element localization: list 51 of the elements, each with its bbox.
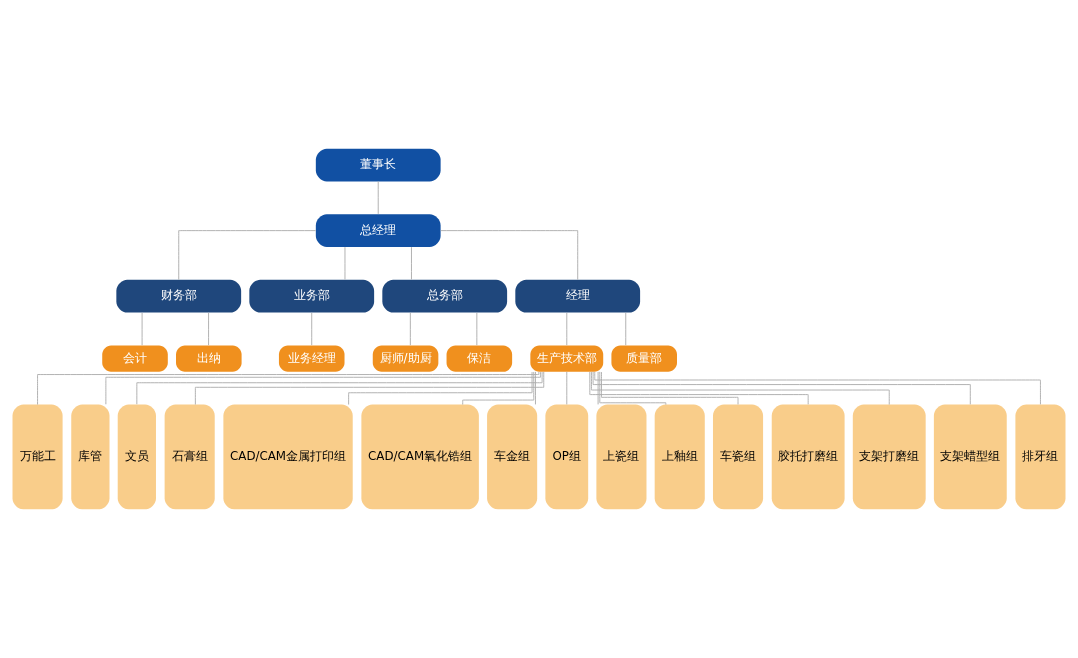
- node-box: 车瓷组: [713, 404, 764, 510]
- connector: [566, 371, 568, 405]
- node-box: 文员: [117, 404, 156, 510]
- connector: [377, 181, 379, 215]
- connector: [348, 371, 533, 405]
- node-box: 库管: [71, 404, 110, 510]
- node-box: 支架打磨组: [852, 404, 926, 510]
- node-box: 生产技术部: [530, 345, 604, 372]
- connector: [208, 312, 210, 346]
- connector: [141, 312, 143, 346]
- connector: [594, 371, 1041, 405]
- connector: [601, 371, 739, 405]
- node-box: 董事长: [315, 148, 441, 182]
- connector: [462, 371, 535, 405]
- connector: [589, 371, 809, 405]
- node-box: 业务部: [249, 279, 375, 313]
- node-box: OP组: [545, 404, 589, 510]
- connector: [599, 371, 667, 406]
- node-box: CAD/CAM氧化锆组: [361, 404, 479, 510]
- node-box: 万能工: [12, 404, 63, 510]
- node-box: 支架蜡型组: [933, 404, 1007, 510]
- connector: [344, 246, 346, 280]
- node-box: 石膏组: [164, 404, 215, 510]
- node-box: CAD/CAM金属打印组: [223, 404, 353, 510]
- node-box: 车金组: [487, 404, 538, 510]
- node-box: 经理: [515, 279, 641, 313]
- node-box: 财务部: [116, 279, 242, 313]
- connector: [411, 246, 412, 280]
- node-box: 业务经理: [278, 345, 345, 372]
- node-box: 质量部: [611, 345, 677, 372]
- connector: [591, 371, 890, 405]
- node-box: 胶托打磨组: [771, 404, 845, 510]
- connector: [311, 312, 313, 346]
- connector: [409, 312, 411, 346]
- node-box: 厨师/助厨: [372, 345, 439, 372]
- connector: [597, 371, 599, 405]
- connector: [535, 371, 536, 405]
- connector: [592, 371, 971, 405]
- node-box: 上釉组: [654, 404, 705, 510]
- node-box: 出纳: [176, 345, 242, 372]
- connector: [440, 230, 579, 281]
- connector: [566, 312, 568, 346]
- connector: [476, 312, 478, 346]
- node-box: 上瓷组: [596, 404, 647, 510]
- node-box: 会计: [102, 345, 168, 372]
- connector: [178, 230, 317, 281]
- node-box: 总务部: [382, 279, 508, 313]
- node-box: 总经理: [315, 214, 441, 247]
- connector: [625, 312, 627, 346]
- node-box: 保洁: [446, 345, 513, 372]
- node-box: 排牙组: [1015, 404, 1066, 510]
